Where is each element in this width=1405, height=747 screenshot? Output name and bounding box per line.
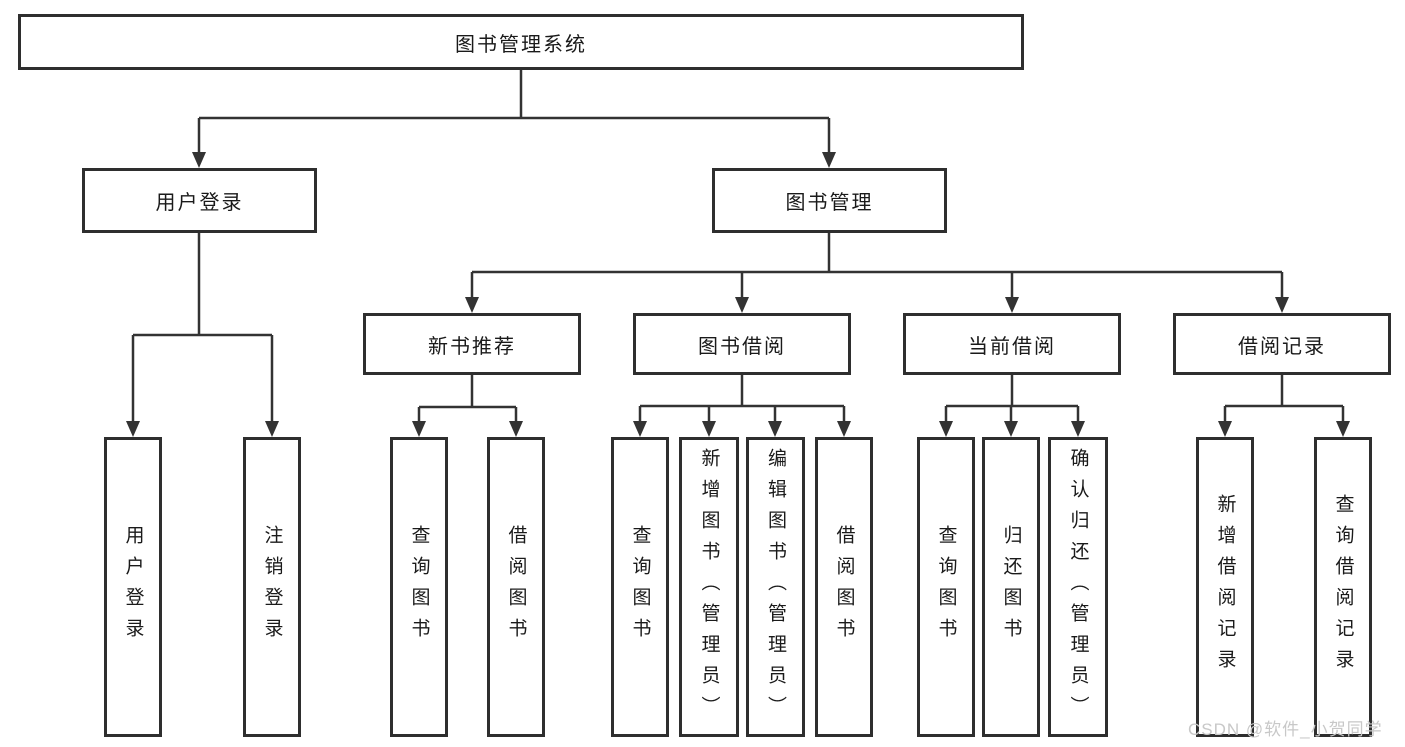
leaf-label: 查询图书 — [408, 525, 430, 649]
node-library-management-system: 图书管理系统 — [18, 14, 1024, 70]
node-label: 图书借阅 — [698, 335, 786, 358]
leaf-add-borrow-record: 新增借阅记录 — [1196, 437, 1254, 737]
leaf-query-books-recommend: 查询图书 — [390, 437, 448, 737]
node-label: 新书推荐 — [428, 335, 516, 358]
leaf-label: 归还图书 — [1000, 525, 1022, 649]
leaf-label: 借阅图书 — [505, 525, 527, 649]
leaf-logout: 注销登录 — [243, 437, 301, 737]
leaf-edit-books-admin: 编辑图书（管理员） — [746, 437, 805, 737]
node-user-login: 用户登录 — [82, 168, 317, 233]
leaf-return-books: 归还图书 — [982, 437, 1040, 737]
node-label: 用户登录 — [155, 192, 244, 214]
leaf-borrow-books-recommend: 借阅图书 — [487, 437, 545, 737]
leaf-query-borrow-record: 查询借阅记录 — [1314, 437, 1372, 737]
node-borrowing-records: 借阅记录 — [1173, 313, 1391, 375]
leaf-label: 查询图书 — [629, 525, 651, 649]
leaf-label: 新增借阅记录 — [1214, 494, 1236, 680]
leaf-query-books-current: 查询图书 — [917, 437, 975, 737]
leaf-label: 用户登录 — [122, 525, 144, 649]
leaf-query-books-borrowing: 查询图书 — [611, 437, 669, 737]
leaf-label: 查询借阅记录 — [1332, 494, 1354, 680]
leaf-add-books-admin: 新增图书（管理员） — [679, 437, 739, 737]
leaf-label: 新增图书（管理员） — [698, 447, 720, 727]
watermark: CSDN @软件_小贺同学 — [1188, 720, 1383, 739]
node-book-management: 图书管理 — [712, 168, 947, 233]
node-book-borrowing: 图书借阅 — [633, 313, 851, 375]
node-new-book-recommend: 新书推荐 — [363, 313, 581, 375]
leaf-label: 编辑图书（管理员） — [765, 447, 786, 727]
node-label: 图书管理系统 — [455, 33, 587, 56]
leaf-label: 查询图书 — [935, 525, 957, 649]
leaf-user-login: 用户登录 — [104, 437, 162, 737]
node-label: 图书管理 — [785, 192, 874, 214]
leaf-label: 借阅图书 — [833, 525, 855, 649]
leaf-label: 确认归还（管理员） — [1067, 447, 1089, 727]
leaf-label: 注销登录 — [261, 525, 283, 649]
node-current-borrowing: 当前借阅 — [903, 313, 1121, 375]
leaf-confirm-return-admin: 确认归还（管理员） — [1048, 437, 1108, 737]
leaf-borrow-books: 借阅图书 — [815, 437, 873, 737]
node-label: 借阅记录 — [1238, 335, 1326, 358]
node-label: 当前借阅 — [968, 335, 1056, 358]
